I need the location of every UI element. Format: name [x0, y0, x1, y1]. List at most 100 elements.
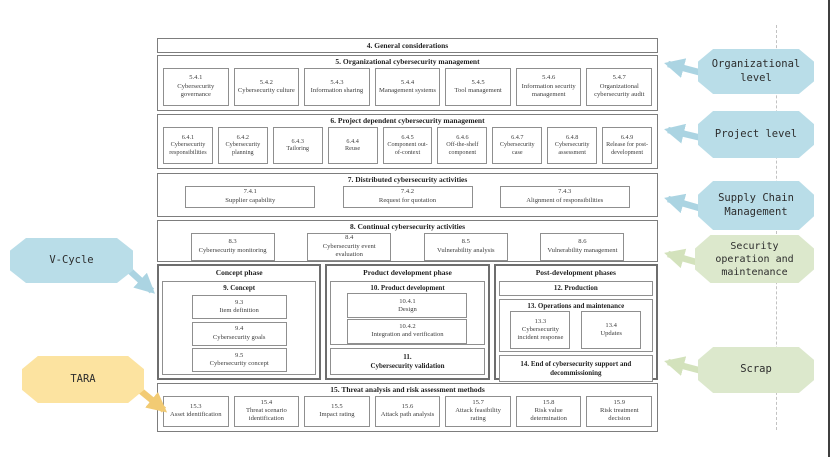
side-label-tara: TARA: [22, 356, 144, 403]
clause-label: Cybersecurity validation: [370, 361, 445, 370]
clause-number: 5.4.5: [471, 78, 485, 86]
section-5-organizational-management: 5. Organizational cybersecurity manageme…: [157, 55, 658, 111]
clause-label: Cybersecurity concept: [209, 359, 269, 367]
clause-number: 15.6: [401, 403, 414, 411]
clause-number: 5.4.3: [330, 78, 344, 86]
clause-label: Cybersecurity governance: [177, 82, 215, 98]
clause-number: 15.9: [613, 398, 626, 406]
clause-number: 8.4: [345, 234, 354, 242]
side-label-text: V-Cycle: [49, 253, 94, 266]
clause-number: 6.4.1: [181, 133, 195, 141]
section-4-general-considerations: 4. General considerations: [157, 38, 658, 53]
clause-label: Component out-of-context: [387, 141, 428, 157]
section-title: 7. Distributed cybersecurity activities: [347, 175, 468, 184]
section-15-tara-methods: 15. Threat analysis and risk assessment …: [157, 383, 658, 432]
clause-number: 5.4.1: [189, 74, 203, 82]
section-title: 4. General considerations: [366, 41, 449, 50]
clause-number: 15.4: [260, 398, 273, 406]
side-label-text: Supply Chain Management: [718, 191, 794, 218]
phase-title: Product development phase: [363, 268, 452, 277]
side-label-project-level: Project level: [698, 111, 814, 158]
clause-label: Management systems: [379, 86, 436, 94]
clause-label: Tool management: [454, 86, 502, 94]
section-8-continual-activities: 8. Continual cybersecurity activities 8.…: [157, 220, 658, 262]
clause-label: Information security management: [521, 82, 576, 98]
clause-label: Tailoring: [286, 145, 310, 153]
standard-overview-diagram: 4. General considerations 5. Organizatio…: [157, 38, 658, 432]
side-label-text: Organizational level: [711, 57, 801, 84]
clause-number: 6.4.8: [565, 133, 579, 141]
side-label-scrap: Scrap: [698, 347, 814, 393]
clause-label: Vulnerability analysis: [436, 246, 495, 254]
clause-number: 6.4.2: [236, 133, 250, 141]
clause-label: Updates: [600, 330, 622, 338]
clause-number: 11.: [403, 353, 412, 362]
section-7-distributed-activities: 7. Distributed cybersecurity activities …: [157, 173, 658, 217]
clause-label: Impact rating: [319, 411, 355, 419]
clause-label: Cybersecurity case: [499, 141, 535, 157]
clause-label: Reuse: [345, 145, 361, 153]
clause-number: 10.4.1: [399, 297, 416, 305]
clause-label: Risk treatment decision: [599, 407, 639, 423]
clause-label: Vulnerability management: [547, 246, 618, 254]
clause-label: Cybersecurity monitoring: [198, 246, 267, 254]
side-label-text: Scrap: [740, 363, 772, 376]
clause-number: 6.4.4: [346, 137, 359, 145]
section-6-project-dependent-management: 6. Project dependent cybersecurity manag…: [157, 114, 658, 169]
block-11-cybersecurity-validation: 11. Cybersecurity validation: [330, 348, 485, 375]
clause-number: 6.4.3: [291, 137, 304, 145]
side-label-security-operation: Security operation and maintenance: [695, 235, 814, 283]
clause-label: Attack feasibility rating: [455, 407, 501, 423]
clause-number: 9.5: [235, 351, 244, 359]
clause-number: 7.4.3: [558, 188, 572, 196]
phase-post-development: Post-development phases 12. Production 1…: [493, 264, 658, 383]
clause-number: 10.4.2: [399, 322, 416, 330]
block-title: 14. End of cybersecurity support and dec…: [520, 360, 632, 377]
clause-number: 7.4.2: [400, 188, 415, 196]
clause-label: Organizational cybersecurity audit: [594, 82, 645, 98]
clause-label: Release for post-development: [606, 141, 649, 157]
clause-label: Risk value determination: [530, 407, 567, 423]
section-title: 15. Threat analysis and risk assessment …: [330, 385, 485, 394]
clause-number: 7.4.1: [243, 188, 257, 196]
page-edge-line: [828, 0, 830, 457]
block-title: 12. Production: [553, 284, 598, 293]
clause-label: Integration and verification: [371, 331, 444, 339]
clause-number: 5.4.4: [400, 78, 415, 86]
clause-number: 15.5: [331, 403, 343, 411]
clause-number: 6.4.9: [620, 133, 634, 141]
clause-label: Asset identification: [170, 411, 222, 419]
side-label-organizational-level: Organizational level: [698, 49, 814, 94]
